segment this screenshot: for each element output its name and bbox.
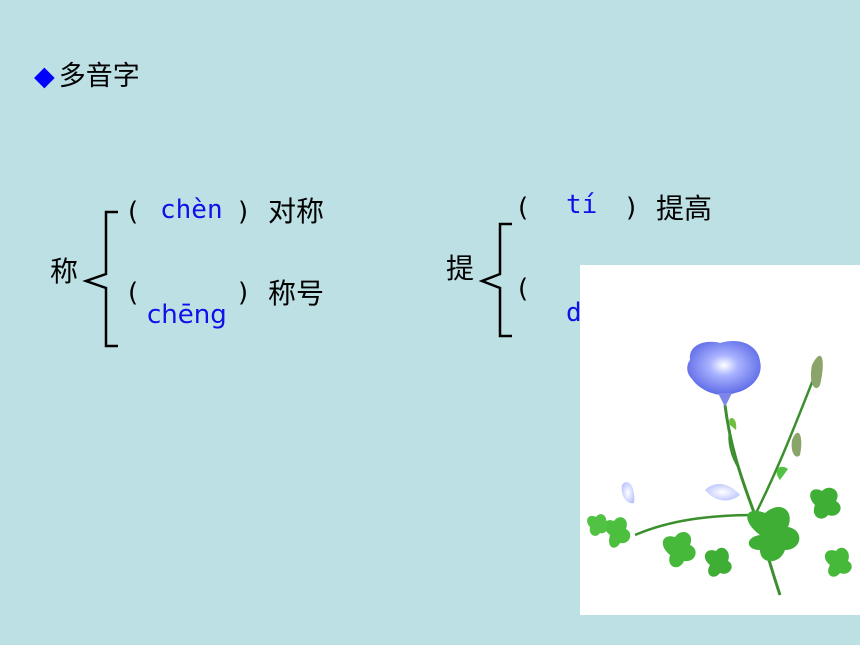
example-word: 称号 [268, 277, 325, 310]
pinyin-answer: chèn [160, 195, 223, 225]
pinyin-answer: tí [566, 190, 598, 220]
page-title: ◆多音字 [34, 54, 140, 93]
morning-glory-image [580, 265, 860, 615]
group-character: 提 [446, 252, 475, 285]
open-paren: ( [518, 193, 529, 223]
brace-icon [478, 222, 512, 338]
open-paren: ( [518, 274, 529, 304]
pinyin-answer: chēng [147, 300, 227, 330]
close-paren: ) [238, 197, 249, 227]
diamond-bullet-icon: ◆ [34, 61, 55, 92]
example-word: 对称 [268, 195, 325, 228]
example-word: 提高 [656, 192, 713, 225]
brace-icon [82, 210, 118, 348]
group-character: 称 [50, 255, 79, 288]
close-paren: ) [238, 278, 249, 308]
open-paren: ( [128, 197, 139, 227]
heading-text: 多音字 [58, 61, 140, 92]
close-paren: ) [626, 193, 637, 223]
open-paren: ( [128, 278, 139, 308]
morning-glory-illustration-icon [587, 341, 852, 596]
